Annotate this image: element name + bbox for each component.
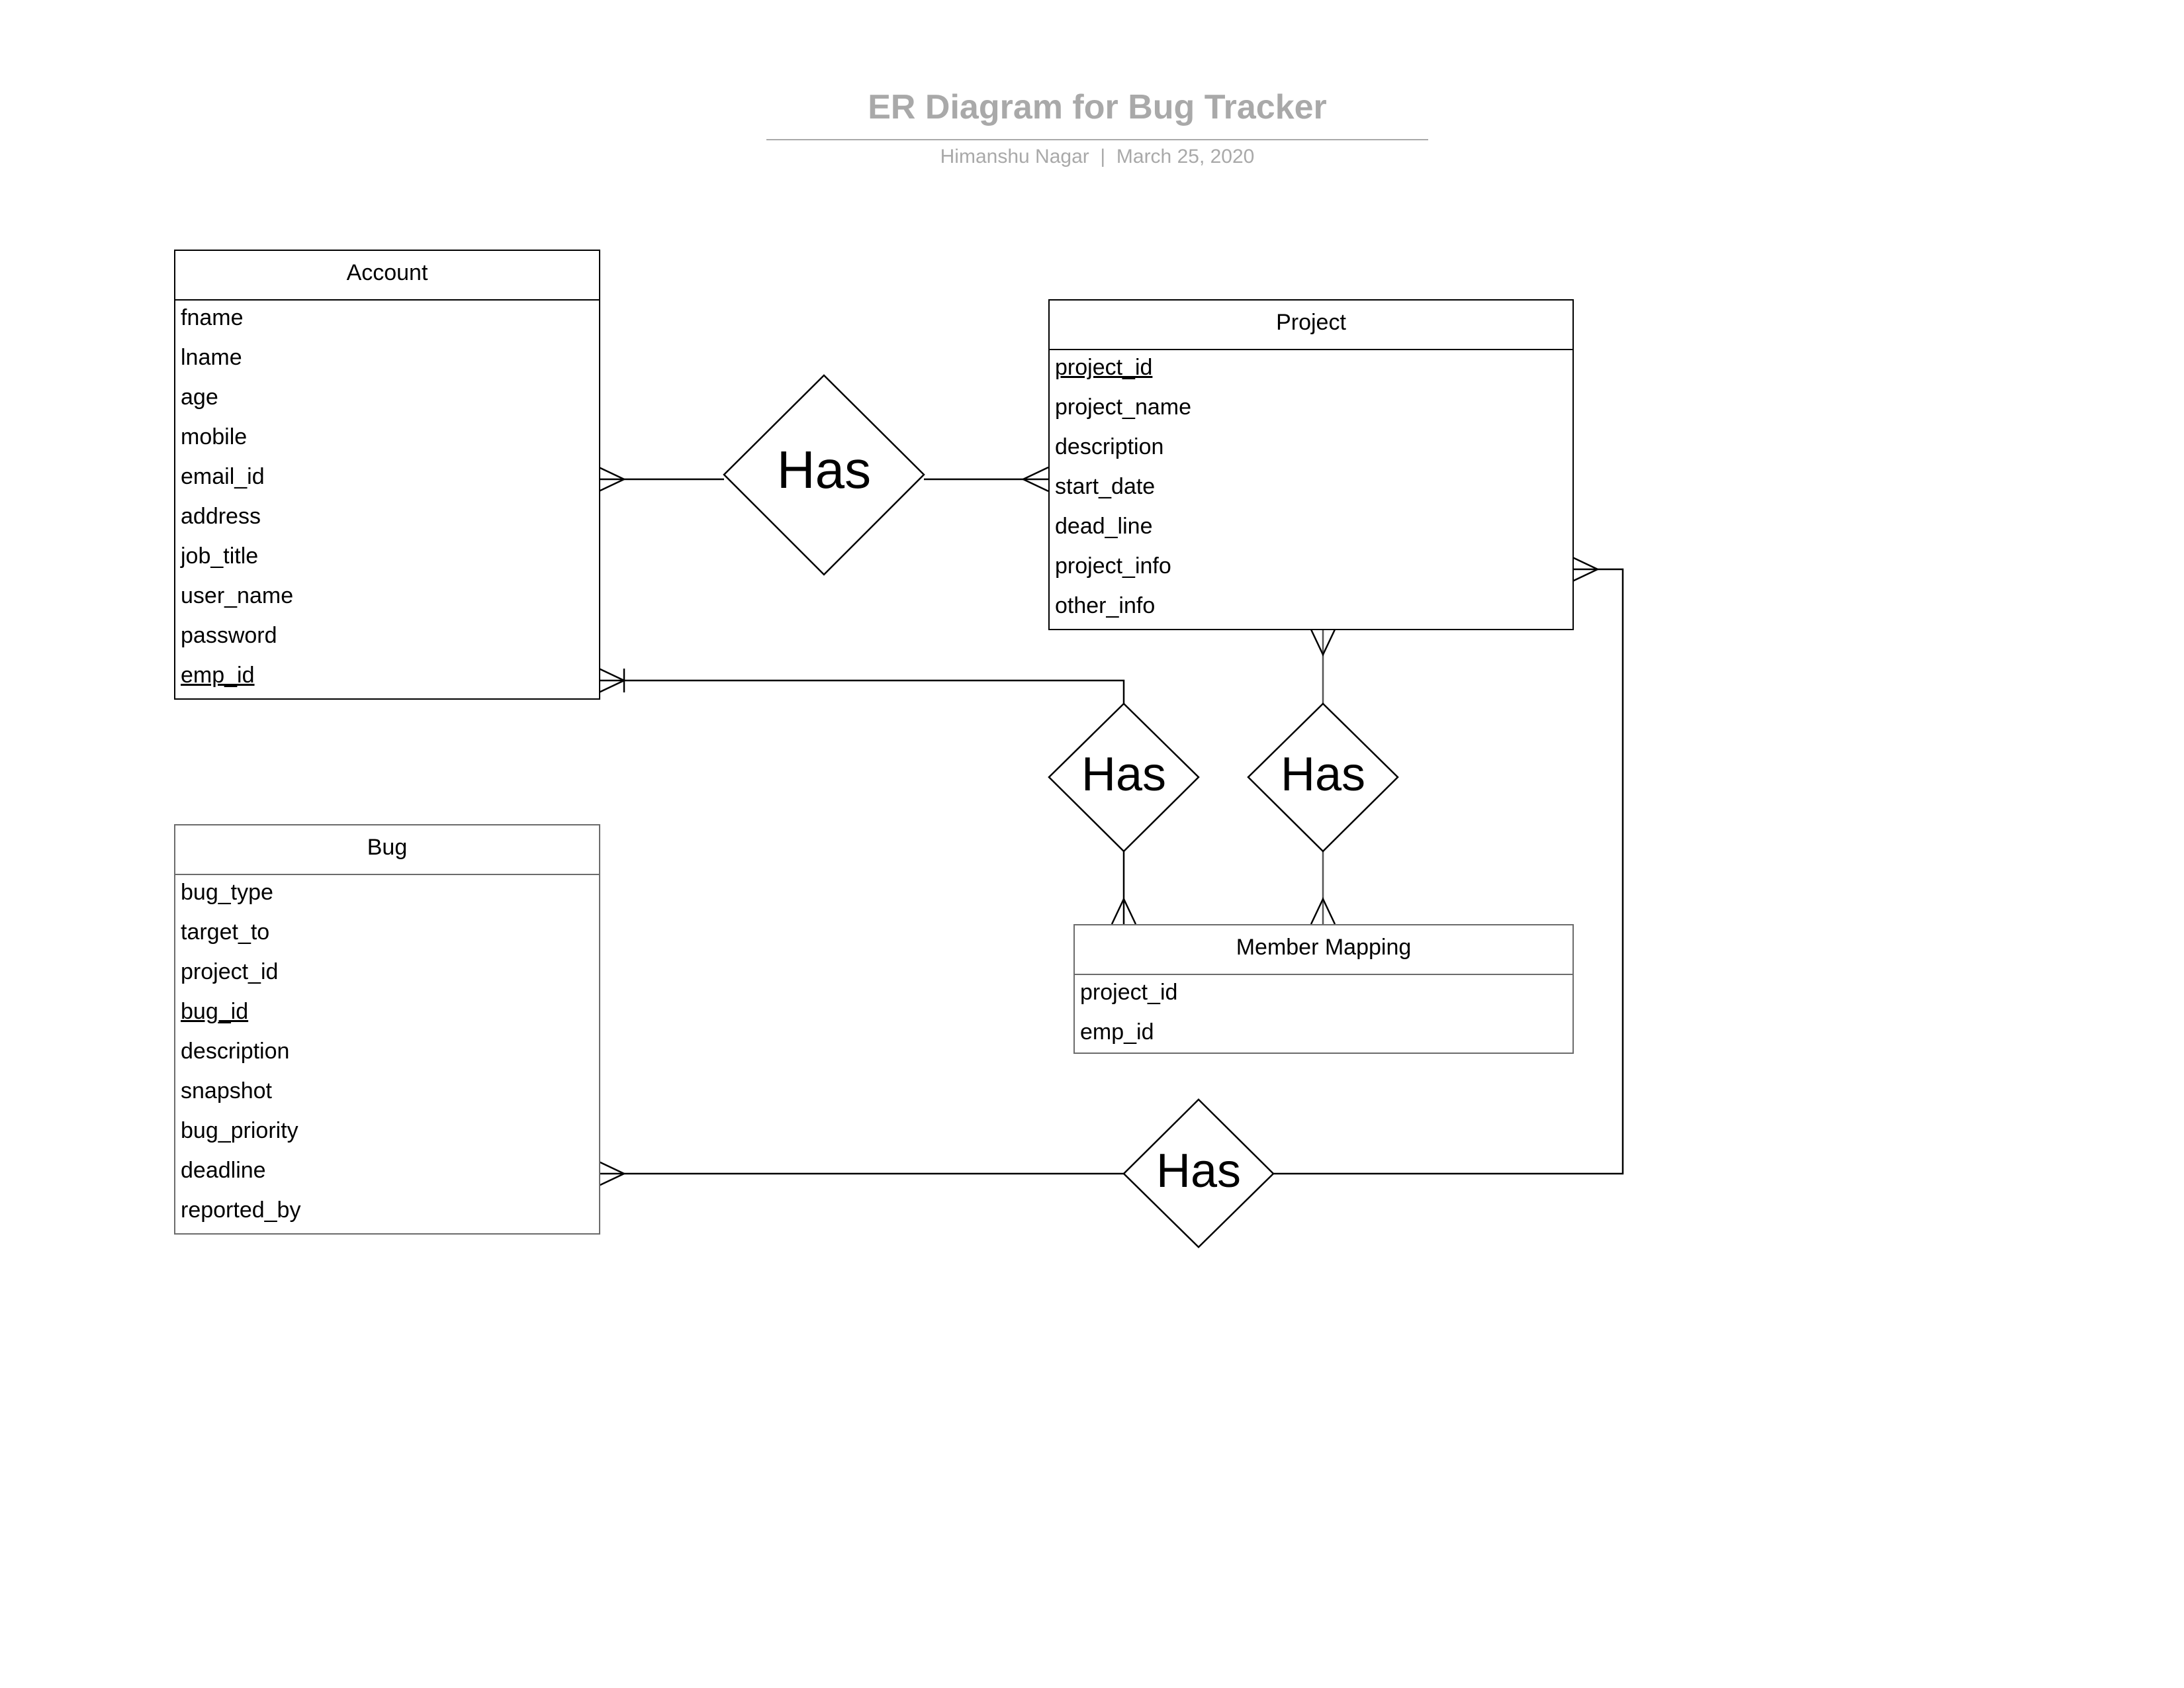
bug-attr-deadline: deadline <box>181 1158 266 1183</box>
bug-attr-description: description <box>181 1039 290 1064</box>
entity-account-name: Account <box>175 251 599 301</box>
crowfoot-project-has4 <box>1572 556 1600 583</box>
project-attr-project-info: project_info <box>1055 553 1171 579</box>
relationship-diamond-project-member <box>1247 702 1399 853</box>
project-attr-project-name: project_name <box>1055 395 1192 420</box>
page-subtitle: Himanshu Nagar | March 25, 2020 <box>766 146 1428 168</box>
project-attr-dead-line: dead_line <box>1055 514 1153 539</box>
entity-project-name: Project <box>1050 301 1572 350</box>
subtitle-separator: | <box>1100 146 1106 167</box>
relationship-diamond-bug-project <box>1122 1098 1275 1248</box>
bug-attr-bug-priority: bug_priority <box>181 1118 298 1143</box>
bug-attr-target-to: target_to <box>181 919 270 945</box>
crowfoot-project-has1 <box>1021 466 1049 492</box>
connector-has4-project <box>1273 568 1624 1175</box>
account-attr-fname: fname <box>181 305 244 330</box>
crowfoot-account-has2 <box>598 667 626 694</box>
entity-account[interactable]: Account fname lname age mobile email_id … <box>174 250 600 700</box>
account-attr-password: password <box>181 623 277 648</box>
crowfoot-bug-has4 <box>598 1160 626 1187</box>
entity-member-mapping[interactable]: Member Mapping project_id emp_id <box>1073 924 1574 1054</box>
account-attr-address: address <box>181 504 261 529</box>
member-mapping-attr-project-id: project_id <box>1080 980 1178 1005</box>
bug-attr-bug-type: bug_type <box>181 880 273 905</box>
member-mapping-attr-emp-id: emp_id <box>1080 1019 1154 1045</box>
account-attr-mobile: mobile <box>181 424 248 449</box>
relationship-label-account-member: Has <box>1081 748 1167 801</box>
account-attr-job-title: job_title <box>181 543 259 569</box>
account-attr-emp-id: emp_id <box>181 663 255 688</box>
crowfoot-account-has1 <box>598 466 626 492</box>
project-attr-other-info: other_info <box>1055 593 1156 618</box>
relationship-label-bug-project: Has <box>1156 1145 1242 1197</box>
bug-attr-snapshot: snapshot <box>181 1078 272 1103</box>
crowfoot-project-has3 <box>1310 629 1336 657</box>
project-attr-description: description <box>1055 434 1164 459</box>
crowfoot-member-has2 <box>1111 897 1137 925</box>
entity-bug[interactable]: Bug bug_type target_to project_id bug_id… <box>174 824 600 1235</box>
entity-member-mapping-name: Member Mapping <box>1075 925 1572 975</box>
title-underline <box>766 139 1428 140</box>
project-attr-start-date: start_date <box>1055 474 1156 499</box>
author-name: Himanshu Nagar <box>940 146 1089 167</box>
page-title: ER Diagram for Bug Tracker <box>868 88 1327 126</box>
relationship-label-project-member: Has <box>1280 748 1366 801</box>
crowfoot-member-has3 <box>1310 897 1336 925</box>
diagram-date: March 25, 2020 <box>1116 146 1255 167</box>
relationship-label-account-project: Has <box>776 440 872 499</box>
bug-attr-reported-by: reported_by <box>181 1197 301 1223</box>
entity-bug-name: Bug <box>175 825 599 875</box>
project-attr-project-id: project_id <box>1055 355 1153 380</box>
bug-attr-project-id: project_id <box>181 959 279 984</box>
bug-attr-bug-id: bug_id <box>181 999 249 1024</box>
account-attr-user-name: user_name <box>181 583 294 608</box>
entity-project[interactable]: Project project_id project_name descript… <box>1048 299 1574 630</box>
account-attr-lname: lname <box>181 345 242 370</box>
relationship-diamond-account-project <box>723 374 925 576</box>
connector-account-has2 <box>599 679 1125 704</box>
relationship-diamond-account-member <box>1048 702 1200 853</box>
account-attr-email-id: email_id <box>181 464 265 489</box>
account-attr-age: age <box>181 385 218 410</box>
